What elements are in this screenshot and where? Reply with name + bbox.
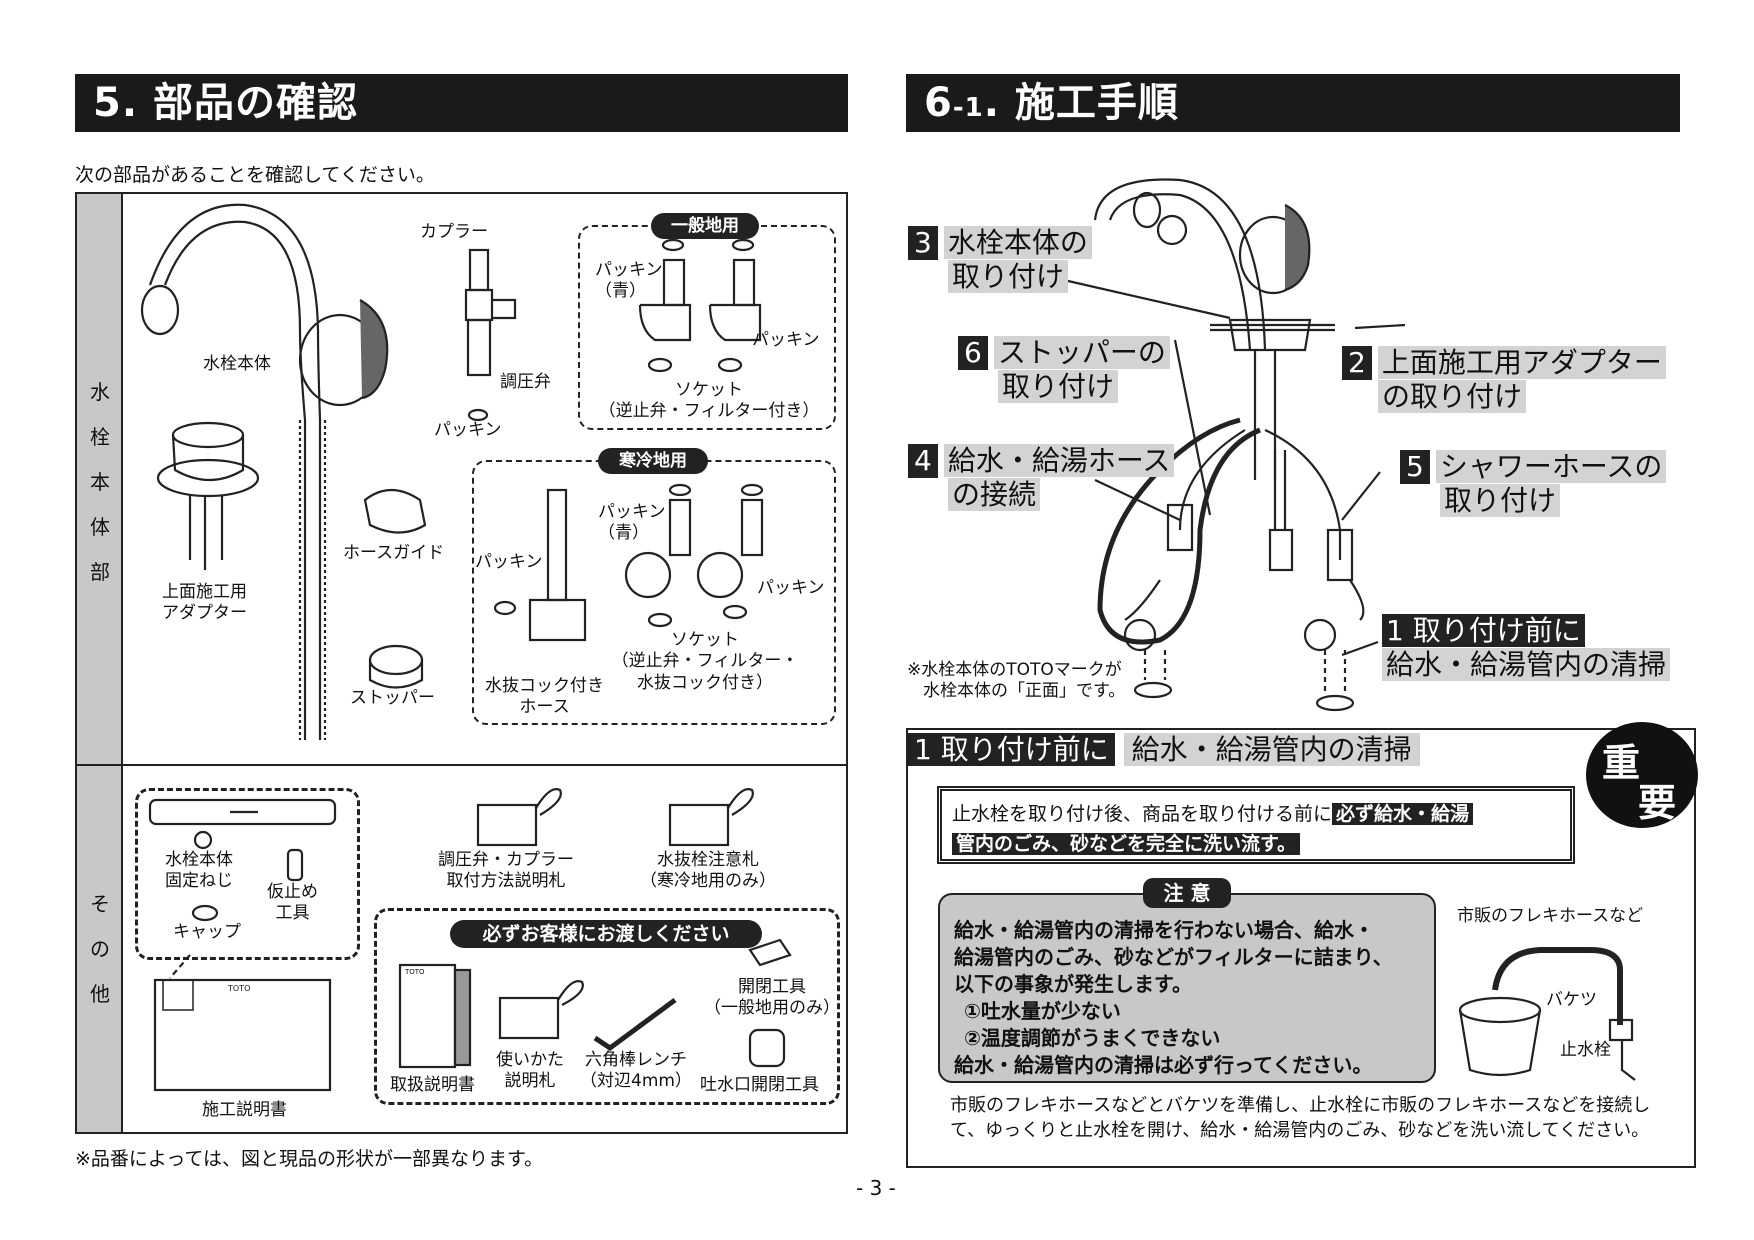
screw-bag-illustration: [148, 798, 337, 826]
hex-wrench-illustration: [593, 997, 677, 1052]
handling-manual-brand: TOTO: [405, 968, 425, 976]
step1-box: [906, 728, 1696, 1168]
label-general-packing-blue: パッキン（青）: [595, 260, 663, 302]
label-bucket: バケツ: [1546, 990, 1597, 1010]
parts-footnote: ※品番によっては、図と現品の形状が一部異なります。: [75, 1148, 544, 1170]
page-number: - 3 -: [856, 1176, 896, 1200]
label-regulator: 調圧弁: [500, 372, 551, 392]
label-hose-guide: ホースガイド: [343, 543, 445, 563]
label-tag-regulator: 調圧弁・カプラー取付方法説明札: [438, 850, 574, 892]
parts-table: [75, 192, 848, 1134]
label-hex-wrench: 六角棒レンチ（対辺4mm）: [580, 1050, 692, 1092]
step1-instruction-1: 市販のフレキホースなどとバケツを準備し、止水栓に市販のフレキホースなどを接続し: [950, 1095, 1651, 1116]
usage-tag-illustration: [498, 996, 560, 1040]
adapter-illustration: [171, 421, 245, 449]
installation-diagram: [1054, 178, 1406, 712]
tag2-illustration: [668, 803, 730, 847]
install-manual-brand: TOTO: [228, 984, 251, 993]
section-6-number: 6: [924, 80, 953, 126]
parts-table-row-divider: [77, 764, 846, 766]
label-cold-packing-blue: パッキン（青）: [598, 502, 666, 544]
section-6-header: 6-1. 施工手順: [906, 74, 1680, 132]
label-usage-tag: 使いかた説明札: [496, 1050, 564, 1092]
toto-mark-note: ※水栓本体のTOTOマークが水栓本体の「正面」です。: [907, 660, 1126, 702]
label-cold-packing-right: パッキン: [757, 578, 825, 598]
tag1-illustration: [476, 803, 538, 847]
section-5-header: 5. 部品の確認: [75, 74, 848, 132]
label-general-packing: パッキン: [752, 330, 820, 350]
label-install-manual: 施工説明書: [202, 1100, 287, 1120]
bucket-illustration: [1458, 947, 1636, 1081]
label-faucet-body: 水栓本体: [203, 354, 271, 374]
step1-instruction-2: て、ゆっくりと止水栓を開け、給水・給湯管内のごみ、砂などを洗い流してください。: [950, 1120, 1650, 1141]
label-temp-tool: 仮止め工具: [267, 882, 318, 924]
screw-set-box: [135, 788, 360, 960]
cold-region-title: 寒冷地用: [598, 448, 708, 474]
general-sockets-illustration: [638, 238, 762, 373]
hose-guide-illustration: [363, 488, 427, 534]
label-stop-valve: 止水栓: [1560, 1040, 1611, 1060]
customer-items-box: [374, 908, 840, 1105]
label-stopper: ストッパー: [350, 688, 435, 708]
label-cold-socket: ソケット（逆止弁・フィルター・水抜コック付き）: [611, 630, 799, 693]
important-badge: 重 要: [1586, 722, 1698, 828]
label-spout-tool: 吐水口開閉工具: [700, 1075, 819, 1095]
caution-line: 以下の事象が発生します。: [954, 972, 1192, 996]
install-manual-illustration: [153, 978, 332, 1092]
stopper-illustration: [368, 644, 424, 676]
parts-illustrations: [140, 203, 792, 1092]
caution-line: ②温度調節がうまくできない: [964, 1026, 1221, 1050]
row-label-other: その他: [90, 892, 110, 1006]
label-flexi-hose: 市販のフレキホースなど: [1457, 906, 1644, 926]
label-handling-manual: 取扱説明書: [390, 1075, 475, 1095]
general-region-title: 一般地用: [651, 213, 759, 239]
label-coupler: カプラー: [420, 222, 488, 242]
label-packing-coupler: パッキン: [434, 420, 502, 440]
step1-box-title: 1 取り付け前に 給水・給湯管内の清掃: [908, 730, 1420, 770]
parts-table-side-column: [77, 194, 123, 1132]
caution-title: 注 意: [1143, 878, 1231, 908]
faucet-body-illustration: [163, 220, 307, 740]
open-tool-illustration: [748, 938, 792, 967]
label-general-socket: ソケット（逆止弁・フィルター付き）: [598, 380, 820, 422]
customer-items-title: 必ずお客様にお渡しください: [450, 920, 762, 948]
section-5-number: 5.: [93, 80, 139, 126]
parts-intro: 次の部品があることを確認してください。: [75, 164, 435, 186]
caution-line: ①吐水量が少ない: [964, 999, 1121, 1023]
label-open-tool: 開閉工具（一般地用のみ）: [704, 977, 840, 1019]
caution-line: 給水・給湯管内の清掃を行わない場合、給水・: [954, 918, 1374, 942]
section-5-title: 部品の確認: [152, 80, 358, 126]
caution-line: 給水・給湯管内の清掃は必ず行ってください。: [954, 1053, 1373, 1077]
label-tag-drain: 水抜栓注意札（寒冷地用のみ）: [640, 850, 776, 892]
label-fixing-screw: 水栓本体固定ねじ: [165, 850, 233, 892]
step1-label: 1 取り付け前に 給水・給湯管内の清掃: [1382, 614, 1671, 682]
section-6-subnumber: -1: [952, 93, 984, 123]
spout-tool-illustration: [748, 1028, 786, 1068]
label-drain-hose: 水抜コック付きホース: [485, 676, 604, 718]
row-label-body: 水栓本体部: [90, 380, 110, 584]
label-adapter: 上面施工用アダプター: [162, 582, 247, 624]
label-cold-packing-left: パッキン: [475, 552, 543, 572]
label-cap: キャップ: [173, 922, 241, 942]
cold-sockets-illustration: [493, 483, 764, 642]
caution-box: 給水・給湯管内の清掃を行わない場合、給水・ 給湯管内のごみ、砂などがフィルターに…: [938, 893, 1436, 1083]
key-instruction-frame: 止水栓を取り付け後、商品を取り付ける前に必ず給水・給湯 管内のごみ、砂などを完全…: [937, 786, 1575, 864]
section-6-title: . 施工手順: [983, 80, 1179, 126]
caution-line: 給湯管内のごみ、砂などがフィルターに詰まり、: [954, 945, 1393, 969]
coupler-illustration: [468, 248, 490, 292]
